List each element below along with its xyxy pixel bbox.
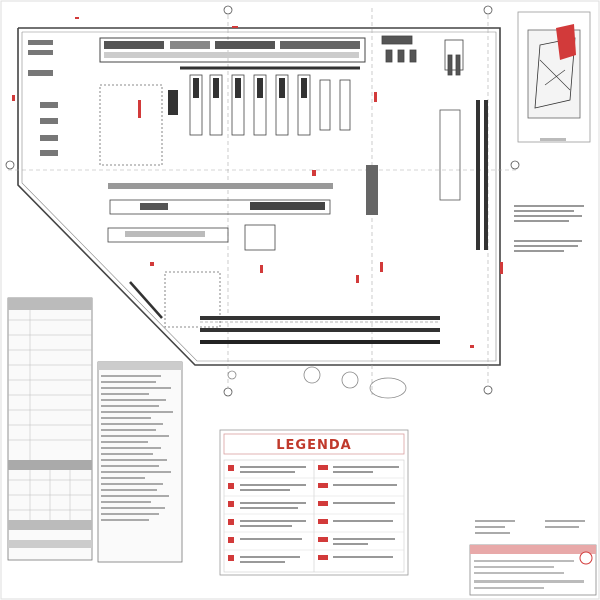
notes-table [97,361,183,563]
diagonal-equipment [129,281,163,319]
legend-box: LEGENDA [219,429,409,576]
stamp-circles [227,366,407,399]
left-info-table [7,297,93,561]
axis-markers [5,5,520,397]
lower-room [164,271,221,328]
right-column-racks [476,100,488,250]
bottom-long-racks [200,316,440,344]
building-outline [17,27,501,366]
rack-columns [189,74,351,136]
right-room [439,109,461,201]
center-right-unit [366,165,378,215]
center-benches [107,183,333,251]
title-block [469,520,597,596]
room-left-center [99,84,163,166]
red-annotations [12,17,503,348]
red-marker [138,100,141,118]
right-notes [514,205,584,252]
top-right-equipment [381,35,464,76]
top-left-furniture [28,40,58,156]
legend-title: LEGENDA [276,438,351,453]
detail-view [517,11,591,143]
rack-fill [168,78,307,115]
top-equipment-row [99,37,366,70]
